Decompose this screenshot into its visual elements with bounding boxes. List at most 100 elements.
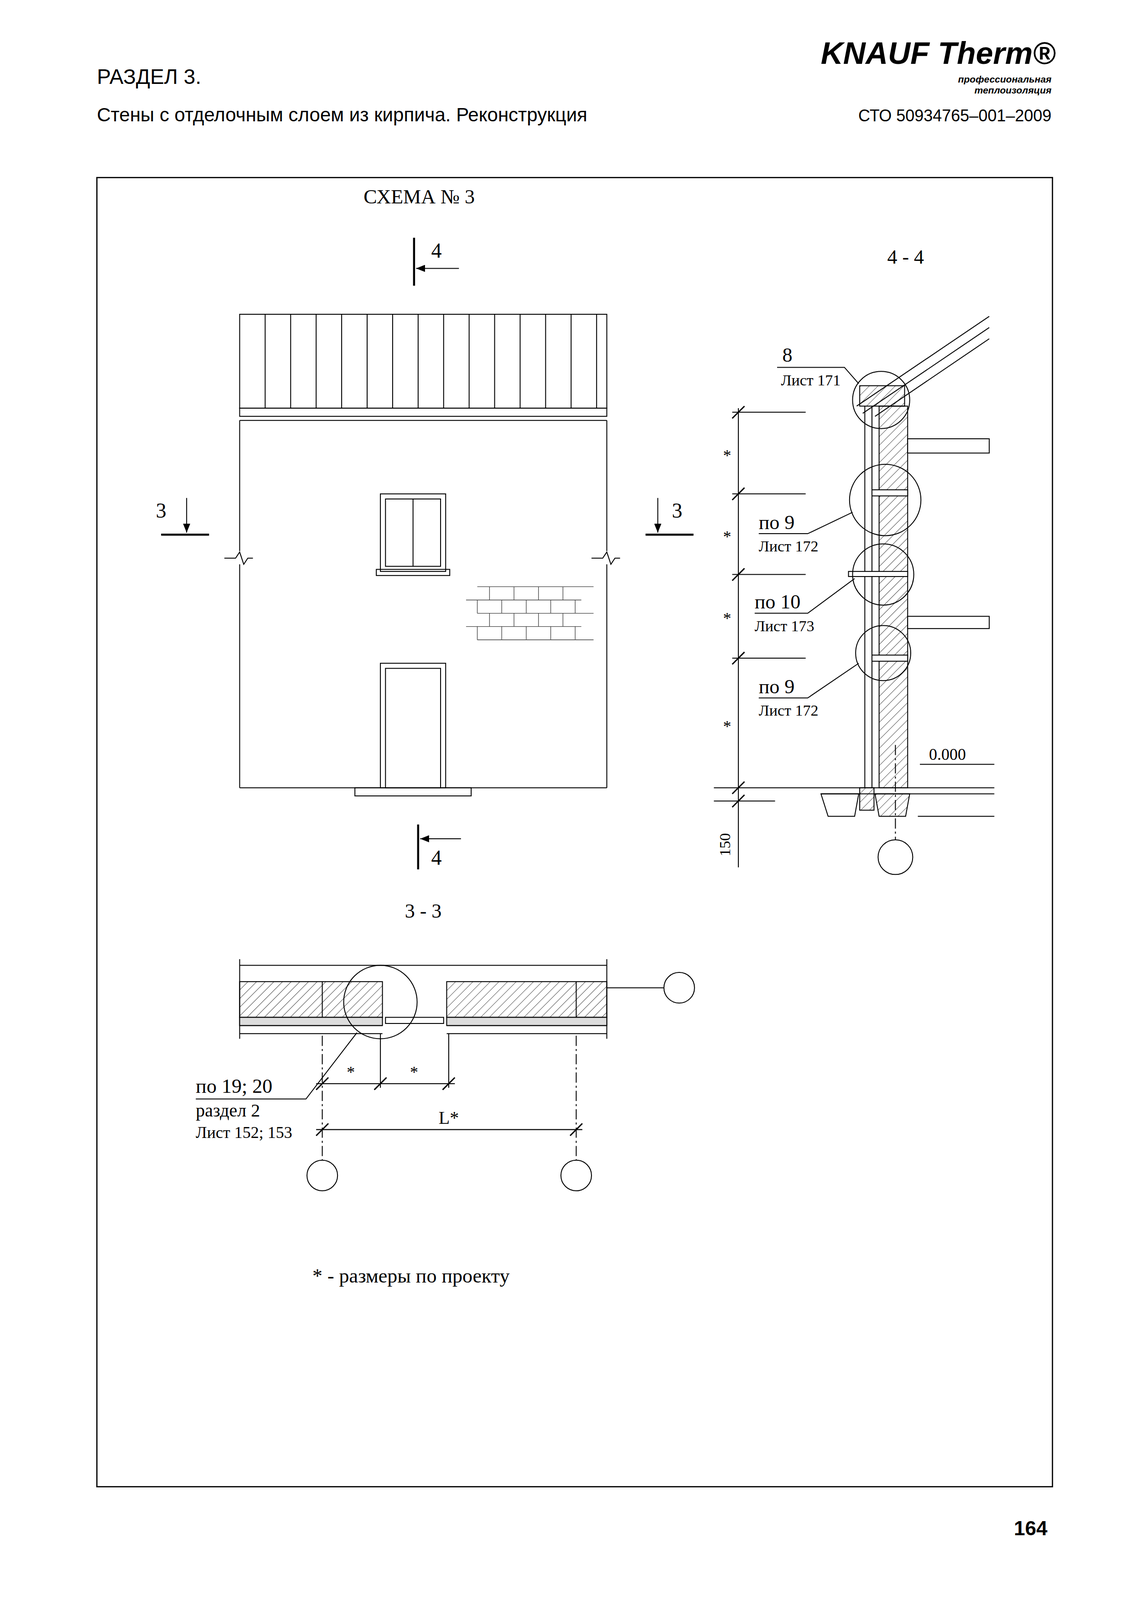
roof-rib [392, 314, 394, 409]
section-4-4-part [859, 385, 905, 407]
facade-part [239, 420, 608, 421]
section-marks-part [160, 533, 209, 536]
section-marks-part [417, 824, 420, 870]
section-3-3-part [321, 981, 323, 1017]
roof-rib [596, 314, 597, 409]
section-3-3-part [195, 1032, 357, 1099]
roof-rib [290, 314, 291, 409]
facade-part [224, 420, 254, 788]
facade-part [380, 663, 446, 788]
section-4-4-part [852, 371, 910, 429]
sheet-reference: Лист 171 [780, 372, 841, 389]
section-3-3-part [448, 1033, 450, 1088]
brick-joint [513, 613, 514, 627]
section-3-3-part [575, 1035, 577, 1161]
sheet-reference: Лист 172 [758, 702, 819, 719]
section-3-3-part [316, 1077, 455, 1090]
dimension-value: 150 [717, 832, 733, 857]
brick-joint [466, 599, 582, 601]
section-4-4-part [919, 763, 995, 765]
section-4-4-part [758, 663, 859, 698]
section-mark: 3 [155, 500, 167, 522]
section-subtitle: Стены с отделочным слоем из кирпича. Рек… [96, 105, 587, 125]
sheet-frame [96, 177, 1053, 1487]
callout-number: по 9 [758, 676, 795, 697]
section-marks-part [186, 498, 187, 533]
brick-joint [489, 613, 490, 627]
dimension-value: * [722, 528, 732, 545]
section-4-4-part [871, 654, 908, 661]
section-4-4-part [855, 625, 911, 681]
standard-code: СТО 50934765–001–2009 [858, 107, 1052, 125]
section-4-4-part [907, 438, 990, 453]
facade-part [354, 787, 472, 796]
section-3-3-part [239, 981, 383, 1017]
brick-joint [550, 600, 551, 614]
dimension-value: * [722, 610, 732, 627]
dimension-value: L* [438, 1108, 459, 1127]
dimension-value: * [722, 718, 732, 735]
section-heading: РАЗДЕЛ 3. [96, 66, 202, 88]
section-4-4-part [864, 405, 866, 788]
callout-number: по 9 [758, 512, 795, 533]
section-3-3-part [306, 1160, 338, 1191]
brick-joint [550, 626, 551, 640]
section-3-3-part [239, 1025, 608, 1034]
section-marks-part [420, 838, 461, 840]
section-mark: 4 [431, 240, 442, 262]
section-3-3-part [385, 1017, 444, 1024]
section-marks-part [413, 237, 416, 286]
roof-rib [417, 314, 419, 409]
brick-joint [501, 600, 503, 614]
section-4-4-part [732, 405, 745, 794]
brick-joint [477, 639, 594, 640]
dimension-value: * [346, 1063, 355, 1081]
section-4-4-part [848, 571, 908, 577]
sheet-reference: Лист 172 [758, 538, 819, 555]
roof-rib [315, 314, 317, 409]
roof-rib [519, 314, 521, 409]
section-3-3-part [239, 1017, 383, 1026]
level-mark: 0.000 [928, 746, 966, 763]
section-4-4-part [875, 793, 910, 817]
section-4-4-part [894, 744, 896, 840]
section-marks [160, 237, 694, 870]
section-4-4-part [907, 616, 990, 629]
page-number: 164 [1013, 1518, 1048, 1539]
roof-rib [264, 314, 266, 409]
facade-part [376, 569, 450, 576]
roof-rib [443, 314, 445, 409]
section-4-4-part [713, 800, 775, 802]
section-4-4-part [852, 543, 914, 605]
section-marks-part [645, 533, 694, 536]
callout-number: по 10 [754, 591, 801, 613]
section-3-3 [195, 959, 695, 1191]
section-4-4-part [859, 787, 874, 810]
facade-part [239, 408, 608, 417]
scheme-title: СХЕМА № 3 [363, 186, 475, 208]
facade-part [385, 668, 441, 788]
facade-part [591, 420, 621, 788]
section-name: 3 - 3 [404, 901, 442, 922]
facade-part [412, 498, 414, 567]
roof-rib [341, 314, 343, 409]
section-4-4-part [918, 815, 995, 817]
section-3-3-part [343, 964, 418, 1039]
roof-ribs [264, 314, 597, 409]
section-3-3-part [607, 987, 665, 989]
brick-joint [501, 626, 503, 640]
callout-number: 8 [782, 345, 793, 366]
roof-rib [544, 314, 546, 409]
facade [224, 314, 621, 796]
section-mark: 4 [431, 847, 442, 869]
section-marks-part [415, 267, 459, 269]
roof-rib [468, 314, 470, 409]
section-3-3-part [316, 1129, 583, 1131]
section-3-3-part [575, 981, 577, 1017]
section-3-3-part [446, 981, 607, 1017]
section-3-3-part [379, 1033, 381, 1088]
brick-joint [575, 626, 576, 640]
section-name: 4 - 4 [887, 247, 924, 268]
